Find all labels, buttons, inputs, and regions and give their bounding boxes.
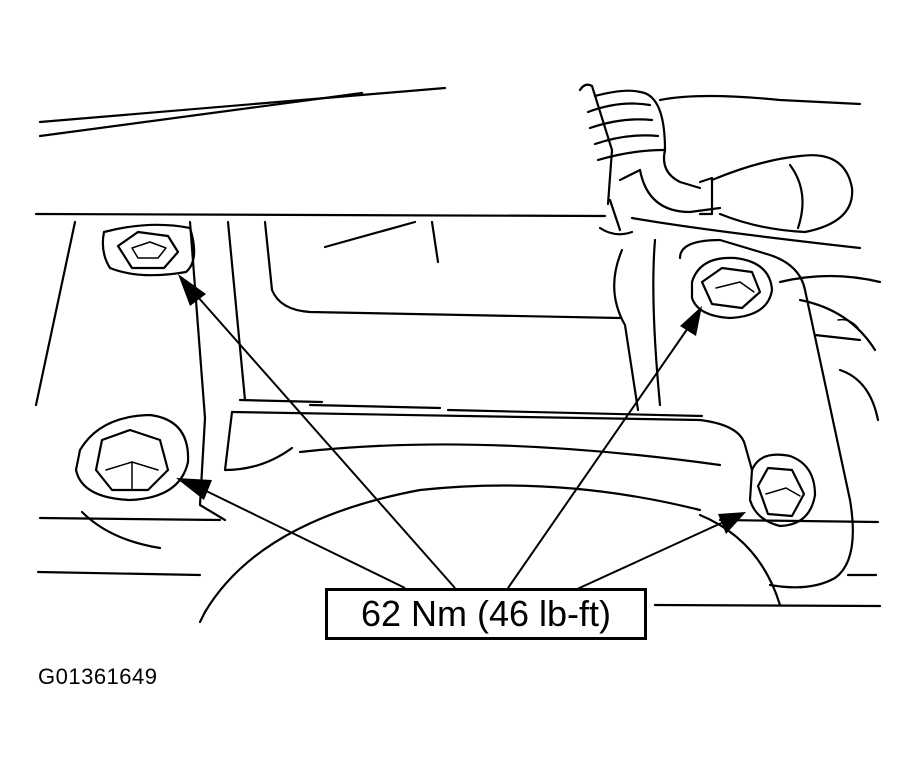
housing-outline — [34, 216, 882, 624]
arrowheads — [176, 274, 746, 534]
leader-line-lower-right — [574, 519, 729, 591]
bolt-upper-right — [690, 256, 774, 320]
leader-lines — [189, 287, 729, 591]
torque-label: 62 Nm (46 lb-ft) — [360, 593, 612, 634]
right-bracket — [678, 238, 882, 589]
bolt-lower-right — [748, 453, 817, 528]
leader-line-upper-right — [507, 327, 689, 589]
top-panel — [34, 86, 607, 218]
arrowhead-lower-right — [718, 512, 746, 534]
arrowhead-lower-left — [176, 478, 212, 500]
hose-assembly — [578, 83, 862, 236]
bolt-lower-left — [74, 413, 190, 502]
arrowhead-upper-right — [680, 306, 702, 336]
leader-line-upper-left — [189, 287, 456, 589]
bolt-upper-left — [101, 223, 196, 277]
figure-id: G01361649 — [38, 664, 158, 689]
torque-callout: 62 Nm (46 lb-ft) — [325, 588, 647, 640]
arrowhead-upper-left — [178, 274, 206, 306]
leader-line-lower-left — [195, 485, 406, 589]
